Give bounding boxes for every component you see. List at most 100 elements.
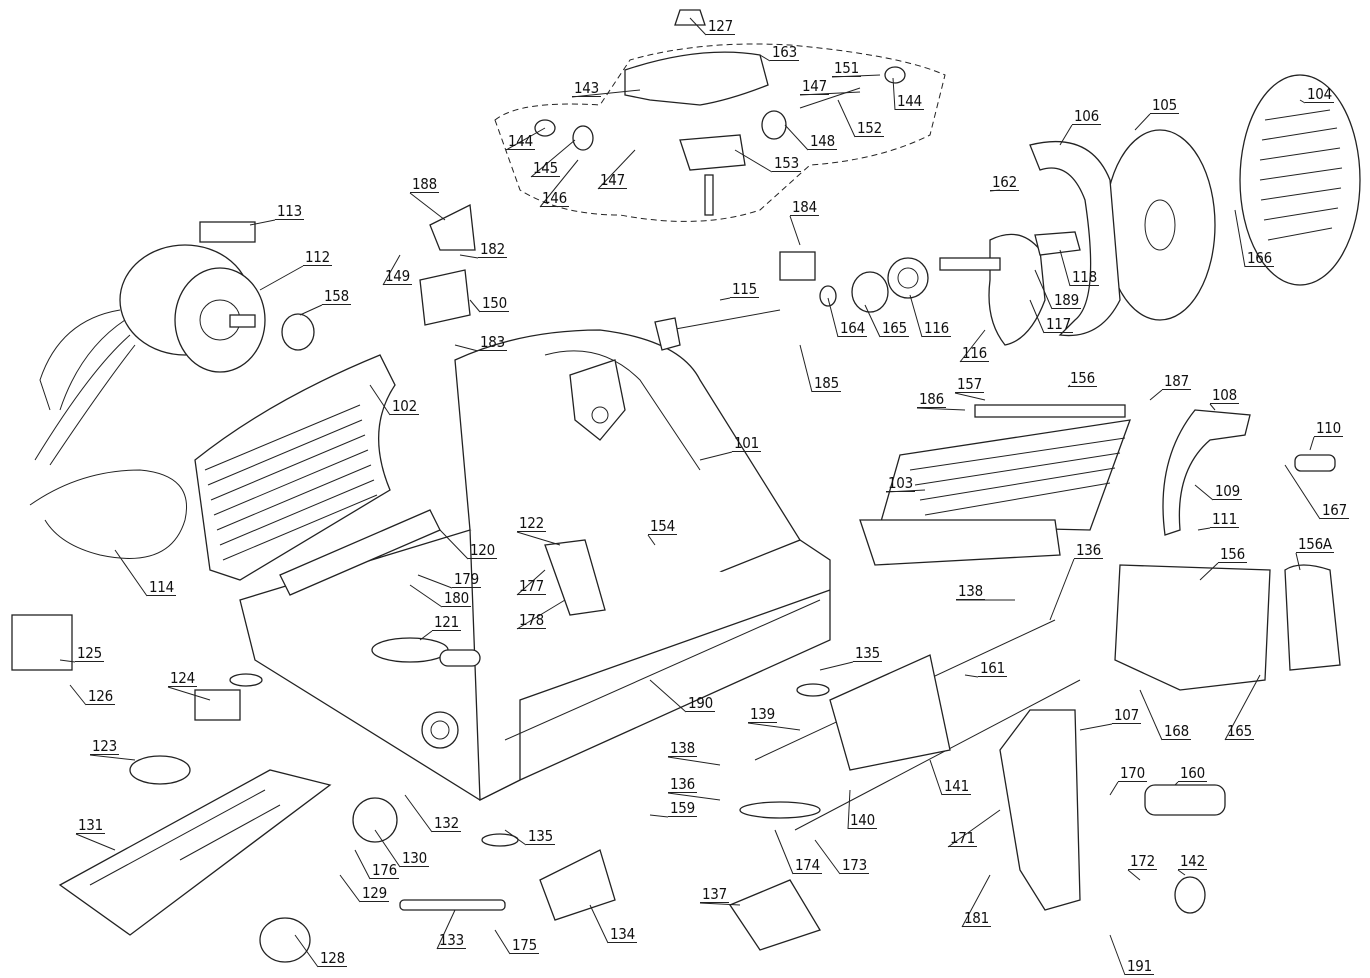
callout-label-129: 129 <box>360 884 389 902</box>
callout-label-165: 165 <box>1225 722 1254 740</box>
callout-leader-190 <box>649 679 687 713</box>
callout-leader-170 <box>1109 781 1119 796</box>
callout-label-157: 157 <box>955 375 984 393</box>
callout-label-140: 140 <box>848 811 877 829</box>
callout-label-161: 161 <box>978 659 1007 677</box>
callout-leader-178 <box>516 599 566 630</box>
callout-leader-136 <box>1049 558 1075 621</box>
callout-label-163: 163 <box>770 43 799 61</box>
callout-label-189: 189 <box>1052 291 1081 309</box>
callout-label-133: 133 <box>437 931 466 949</box>
callout-label-149: 149 <box>383 267 412 285</box>
motor <box>34 244 315 466</box>
callout-leader-167 <box>1284 464 1321 520</box>
callout-leader-110 <box>1309 436 1315 451</box>
callout-leader-147 <box>597 149 636 190</box>
callout-leader-153 <box>734 149 773 173</box>
callout-label-153: 153 <box>772 154 801 172</box>
callout-leader-184 <box>789 215 801 246</box>
callout-label-109: 109 <box>1213 482 1242 500</box>
callout-leader-180 <box>409 584 443 608</box>
callout-leader-139 <box>747 722 801 731</box>
callout-label-141: 141 <box>942 777 971 795</box>
callout-leader-105 <box>1134 113 1151 131</box>
callout-label-136: 136 <box>668 775 697 793</box>
callout-label-117: 117 <box>1044 315 1073 333</box>
callout-label-156: 156 <box>1068 369 1097 387</box>
pusher-arm <box>1162 409 1251 536</box>
callout-label-147: 147 <box>598 171 627 189</box>
callout-label-124: 124 <box>168 669 197 687</box>
callout-leader-186 <box>916 407 966 411</box>
callout-label-177: 177 <box>517 577 546 595</box>
callout-label-150: 150 <box>480 294 509 312</box>
callout-label-190: 190 <box>686 694 715 712</box>
pulley-assembly <box>779 231 1081 346</box>
callout-label-105: 105 <box>1150 96 1179 114</box>
callout-leader-149 <box>382 254 401 286</box>
callout-leader-116 <box>909 294 923 338</box>
carriage-tray <box>859 404 1131 566</box>
guard-plate-a <box>1284 564 1341 671</box>
callout-leader-141 <box>929 759 943 796</box>
slicing-tray <box>194 354 396 581</box>
callout-label-164: 164 <box>838 319 867 337</box>
callout-leader-182 <box>459 254 479 259</box>
callout-leader-148 <box>784 124 809 151</box>
callout-label-191: 191 <box>1125 957 1154 975</box>
callout-leader-140 <box>847 789 851 830</box>
callout-leader-115 <box>719 297 731 301</box>
callout-label-127: 127 <box>706 17 735 35</box>
callout-label-110: 110 <box>1314 419 1343 437</box>
callout-leader-181 <box>961 874 991 928</box>
callout-leader-142 <box>1177 869 1186 876</box>
callout-leader-133 <box>436 909 456 950</box>
cover <box>624 51 769 106</box>
callout-label-111: 111 <box>1210 510 1239 528</box>
callout-leader-144 <box>505 127 546 151</box>
callout-leader-117 <box>1029 299 1045 334</box>
callout-leader-152 <box>837 99 856 138</box>
callout-leader-114 <box>114 549 148 597</box>
callout-label-125: 125 <box>75 644 104 662</box>
callout-leader-116 <box>959 329 986 363</box>
callout-label-158: 158 <box>322 287 351 305</box>
callout-label-156A: 156A <box>1296 535 1334 553</box>
callout-leader-171 <box>947 809 1001 848</box>
callout-label-101: 101 <box>732 434 761 452</box>
callout-label-159: 159 <box>668 799 697 817</box>
callout-leader-156 <box>1199 562 1219 581</box>
callout-leader-113 <box>249 219 276 226</box>
callout-leader-165 <box>864 304 881 338</box>
callout-label-135: 135 <box>526 827 555 845</box>
callout-label-116: 116 <box>960 344 989 362</box>
callout-leader-102 <box>369 384 391 416</box>
callout-label-108: 108 <box>1210 386 1239 404</box>
callout-leader-104 <box>1299 99 1306 104</box>
callout-label-134: 134 <box>608 925 637 943</box>
callout-leader-138 <box>667 756 721 766</box>
callout-leader-168 <box>1139 689 1163 741</box>
callout-leader-135 <box>504 829 527 846</box>
callout-leader-124 <box>167 686 211 701</box>
callout-leader-154 <box>647 534 656 546</box>
callout-leader-130 <box>374 829 401 868</box>
callout-label-112: 112 <box>303 248 332 266</box>
callout-leader-161 <box>964 674 979 678</box>
callout-label-178: 178 <box>517 611 546 629</box>
callout-label-128: 128 <box>318 949 347 967</box>
callout-label-132: 132 <box>432 814 461 832</box>
power-cord <box>29 469 187 559</box>
callout-label-148: 148 <box>808 132 837 150</box>
callout-leader-128 <box>294 934 319 968</box>
callout-label-138: 138 <box>668 739 697 757</box>
callout-label-131: 131 <box>76 816 105 834</box>
callout-leader-129 <box>339 874 361 903</box>
callout-leader-157 <box>954 392 986 401</box>
callout-label-142: 142 <box>1178 852 1207 870</box>
callout-label-184: 184 <box>790 198 819 216</box>
knob <box>259 917 311 963</box>
callout-label-185: 185 <box>812 374 841 392</box>
callout-leader-174 <box>774 829 794 875</box>
